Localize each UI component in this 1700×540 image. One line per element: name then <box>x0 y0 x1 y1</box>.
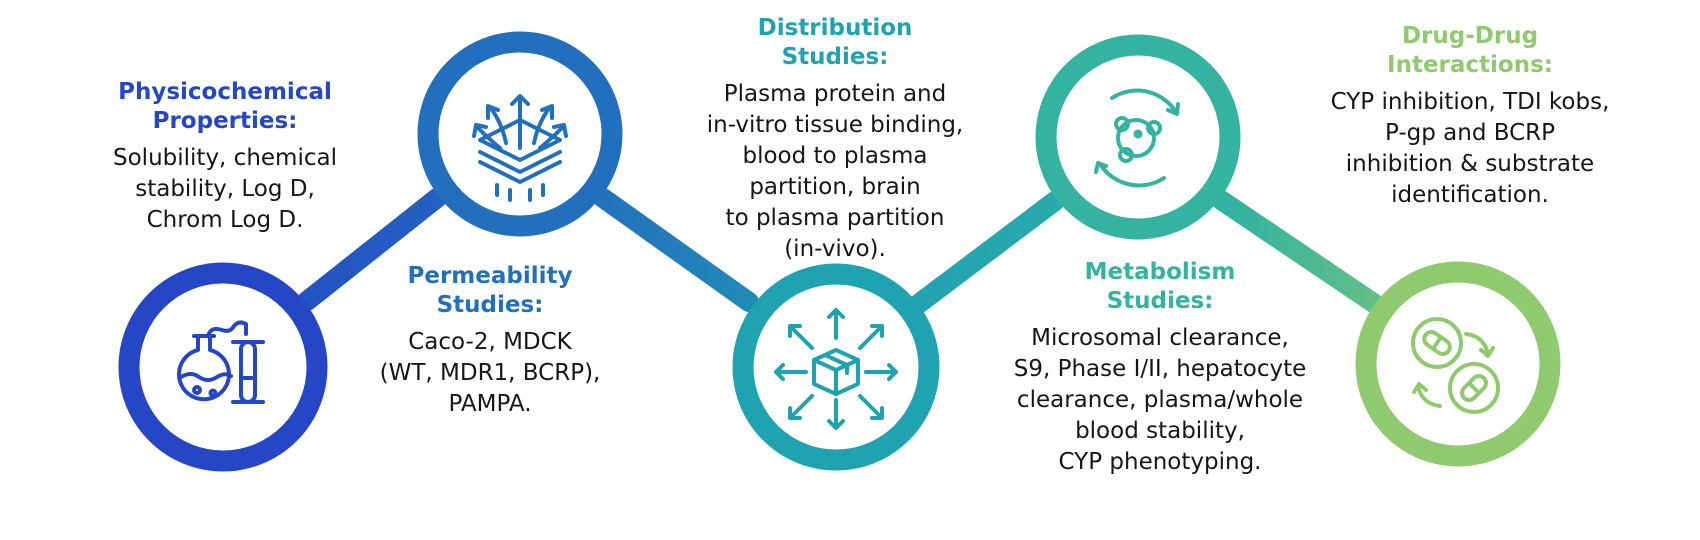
stage-4-text: Metabolism Studies: Microsomal clearance… <box>955 258 1365 478</box>
stage-3-description: Plasma protein and in-vitro tissue bindi… <box>640 79 1030 265</box>
stage-4-title-line: Studies: <box>1106 288 1214 314</box>
stage-1-title-line: Physicochemical <box>118 79 332 105</box>
pills-interaction-icon <box>1411 317 1500 414</box>
stage-3-body-line: partition, brain <box>749 174 921 200</box>
stage-5-body-line: P-gp and BCRP <box>1384 120 1556 146</box>
stage-5-body-line: identification. <box>1391 182 1549 208</box>
connector-2-3 <box>593 188 759 312</box>
stage-1-body-line: Chrom Log D. <box>146 207 304 233</box>
stage-4-title-line: Metabolism <box>1084 259 1236 285</box>
metabolism-cycle-icon <box>1094 88 1180 188</box>
stage-1-title: Physicochemical Properties: <box>60 78 390 136</box>
stage-node-5 <box>1355 261 1561 467</box>
stage-4-title: Metabolism Studies: <box>955 258 1365 316</box>
stage-2-description: Caco-2, MDCK (WT, MDR1, BCRP), PAMPA. <box>325 327 655 420</box>
stage-2-text: Permeability Studies: Caco-2, MDCK (WT, … <box>325 262 655 420</box>
stage-2-body-line: PAMPA. <box>448 391 532 417</box>
stage-2-body-line: Caco-2, MDCK <box>408 329 572 355</box>
stage-1-body-line: stability, Log D, <box>135 176 315 202</box>
stage-4-description: Microsomal clearance, S9, Phase I/II, he… <box>955 323 1365 478</box>
stage-4-body-line: S9, Phase I/II, hepatocyte <box>1013 356 1307 382</box>
stage-5-title: Drug-Drug Interactions: <box>1270 22 1670 80</box>
connector-1-2 <box>297 188 447 311</box>
stage-node-3 <box>732 263 940 471</box>
connector-3-4 <box>907 191 1065 315</box>
stage-3-body-line: (in-vivo). <box>784 236 886 262</box>
stage-3-title-line: Studies: <box>781 44 889 70</box>
stage-node-1 <box>118 262 328 472</box>
stage-2-title: Permeability Studies: <box>325 262 655 320</box>
stage-5-body-line: CYP inhibition, TDI kobs, <box>1330 89 1610 115</box>
stage-4-body-line: Microsomal clearance, <box>1031 325 1289 351</box>
stage-5-title-line: Interactions: <box>1387 52 1553 78</box>
stage-5-body-line: inhibition & substrate <box>1345 151 1595 177</box>
stage-4-body-line: blood stability, <box>1075 418 1245 444</box>
stage-2-title-line: Studies: <box>436 292 544 318</box>
stage-3-body-line: blood to plasma <box>742 143 928 169</box>
connector-lines <box>297 188 1388 316</box>
stage-1-title-line: Properties: <box>152 108 298 134</box>
stage-3-body-line: Plasma protein and <box>723 81 947 107</box>
stage-3-body-line: in-vitro tissue binding, <box>706 112 964 138</box>
stage-2-title-line: Permeability <box>407 263 573 289</box>
stage-5-description: CYP inhibition, TDI kobs, P-gp and BCRP … <box>1270 87 1670 211</box>
box-distribution-arrows-icon <box>774 308 898 430</box>
stage-3-title-line: Distribution <box>757 15 913 41</box>
stage-5-title-line: Drug-Drug <box>1401 23 1539 49</box>
stage-4-body-line: CYP phenotyping. <box>1058 449 1262 475</box>
permeable-layer-arrows-icon <box>472 94 568 202</box>
stage-5-text: Drug-Drug Interactions: CYP inhibition, … <box>1270 22 1670 211</box>
stage-1-description: Solubility, chemical stability, Log D, C… <box>60 143 390 236</box>
stage-3-body-line: to plasma partition <box>725 205 945 231</box>
flask-beaker-icon <box>177 320 265 404</box>
stage-1-body-line: Solubility, chemical <box>113 145 337 171</box>
stage-1-text: Physicochemical Properties: Solubility, … <box>60 78 390 236</box>
stage-3-title: Distribution Studies: <box>640 14 1030 72</box>
stage-2-body-line: (WT, MDR1, BCRP), <box>379 360 601 386</box>
connector-4-5 <box>1211 190 1388 316</box>
stage-4-body-line: clearance, plasma/whole <box>1016 387 1304 413</box>
stage-3-text: Distribution Studies: Plasma protein and… <box>640 14 1030 265</box>
